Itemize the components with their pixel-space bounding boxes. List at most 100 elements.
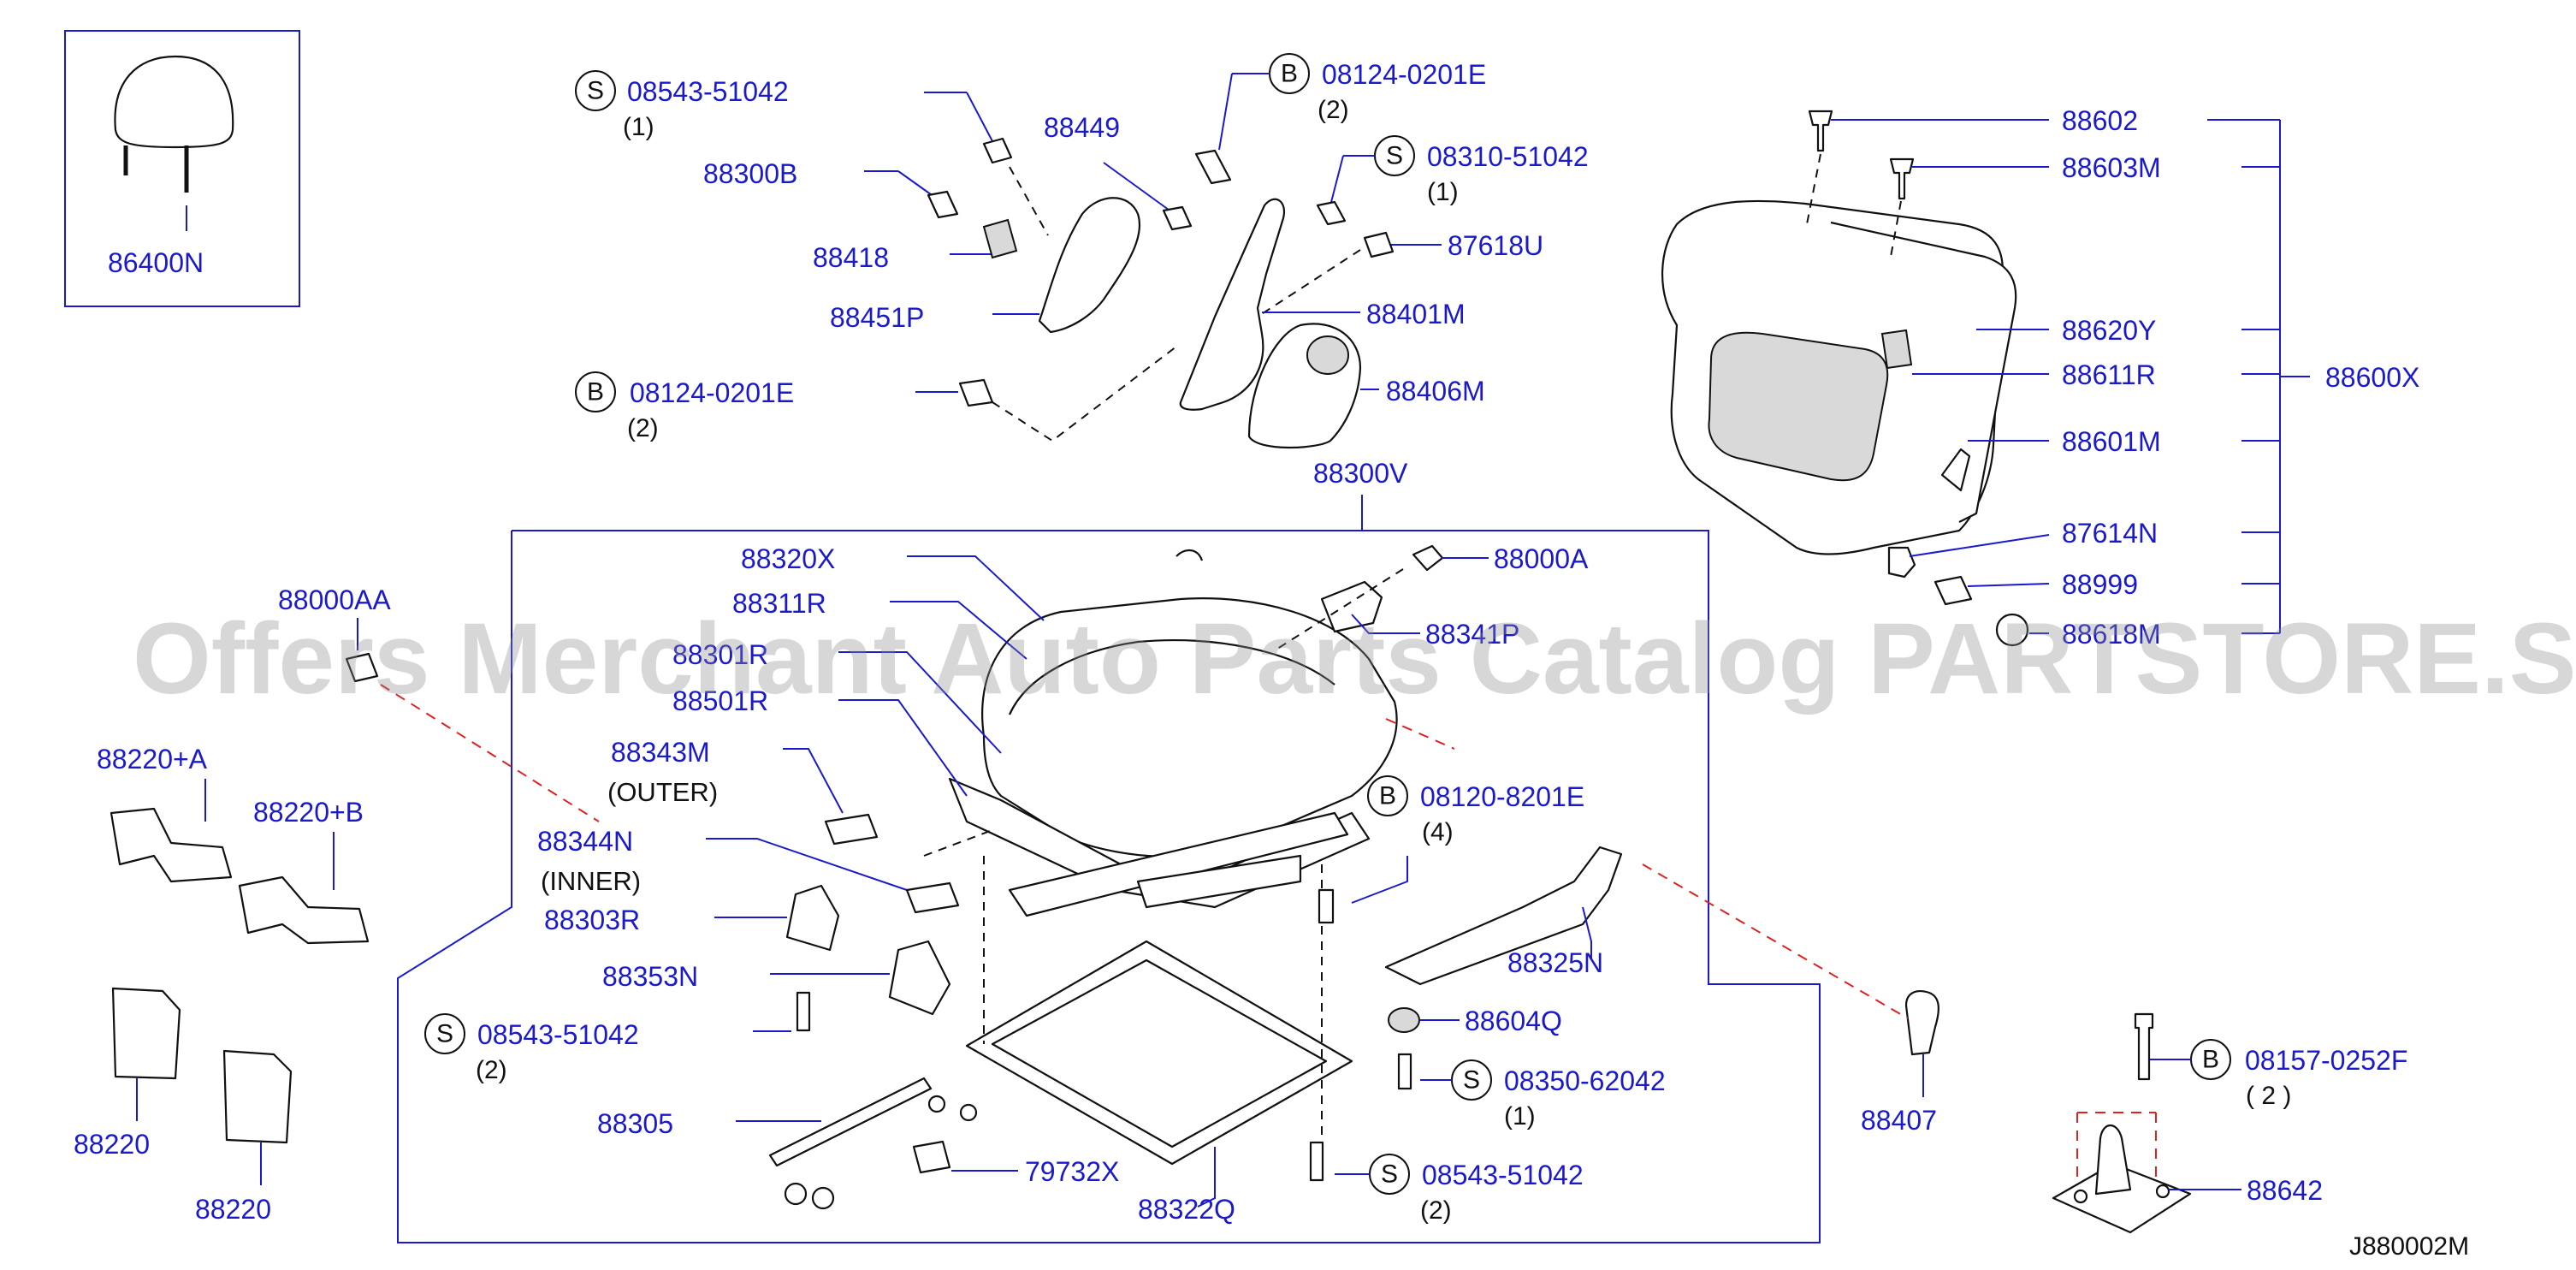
part-f6[interactable]: 08543-51042 — [477, 1019, 639, 1050]
part-f8[interactable]: 08543-51042 — [1422, 1160, 1584, 1190]
label-88301R[interactable]: 88301R — [672, 639, 768, 670]
headrest-frame — [64, 30, 300, 307]
label-88620Y[interactable]: 88620Y — [2062, 315, 2156, 346]
fastener-callout-f4: B 08124-0201E (2) — [575, 371, 794, 442]
label-88300V[interactable]: 88300V — [1313, 458, 1408, 489]
label-88618M[interactable]: 88618M — [2062, 619, 2161, 650]
red-dash-88341P — [1385, 718, 1455, 750]
bracket-88407-icon — [1904, 990, 1939, 1056]
label-88407[interactable]: 88407 — [1861, 1105, 1937, 1136]
leader-f3b — [1329, 155, 1344, 206]
label-88418[interactable]: 88418 — [813, 242, 889, 273]
leader-88344N — [706, 838, 908, 891]
bolt-88449-icon — [1162, 205, 1193, 231]
label-88353N[interactable]: 88353N — [602, 961, 698, 992]
leader-f5 — [1351, 856, 1408, 904]
part-f4[interactable]: 08124-0201E — [630, 377, 794, 408]
bushing-88604Q-icon — [1388, 1007, 1420, 1033]
cover-88343M-icon — [824, 813, 879, 846]
dash-a — [923, 829, 993, 857]
label-88220B[interactable]: 88220+B — [253, 797, 364, 828]
letter-f2: B — [1281, 60, 1298, 88]
label-88341P[interactable]: 88341P — [1425, 619, 1519, 650]
cushion-assembly-frame — [397, 530, 1821, 1243]
label-88311R[interactable]: 88311R — [732, 588, 826, 619]
circle-f4 — [575, 371, 616, 412]
label-88322Q[interactable]: 88322Q — [1138, 1194, 1235, 1225]
label-88449[interactable]: 88449 — [1044, 112, 1120, 143]
bolt-f9-icon — [2134, 1012, 2154, 1081]
leader-88320X — [907, 555, 1045, 621]
circle-f5 — [1367, 775, 1408, 816]
label-88000AA[interactable]: 88000AA — [278, 585, 391, 615]
label-88451P[interactable]: 88451P — [830, 302, 924, 333]
fastener-callout-f6: S 08543-51042 (2) — [424, 1013, 639, 1084]
seat-cushion-seam-icon — [1008, 639, 1335, 715]
label-88999[interactable]: 88999 — [2062, 569, 2138, 600]
letter-f7: S — [1463, 1066, 1480, 1095]
bolt-88300B-icon — [927, 190, 959, 219]
label-88642[interactable]: 88642 — [2247, 1175, 2323, 1206]
trim-88220A-icon — [110, 807, 233, 883]
label-88300B[interactable]: 88300B — [703, 158, 797, 189]
part-f5[interactable]: 08120-8201E — [1420, 781, 1584, 812]
qty-f7: (1) — [1504, 1102, 1536, 1131]
wire-88320X-icon — [1175, 549, 1204, 561]
dash-88603M — [1890, 200, 1902, 258]
label-79732X[interactable]: 79732X — [1025, 1156, 1119, 1187]
label-88602[interactable]: 88602 — [2062, 105, 2138, 136]
headrest-guide-88602-icon — [1808, 110, 1833, 152]
label-88604Q[interactable]: 88604Q — [1465, 1006, 1562, 1036]
qty-f3: (1) — [1427, 178, 1459, 206]
hinge-88601M-icon — [1940, 448, 1971, 492]
label-88220A[interactable]: 88220+A — [97, 744, 208, 774]
leader-88501R — [838, 699, 968, 797]
label-88401M[interactable]: 88401M — [1366, 299, 1466, 329]
label-87614N[interactable]: 87614N — [2062, 518, 2158, 549]
fastener-callout-f8: S 08543-51042 (2) — [1369, 1154, 1584, 1225]
label-88325N[interactable]: 88325N — [1507, 947, 1603, 978]
leader-88341P — [1351, 614, 1420, 634]
screw-f8-icon — [1309, 1141, 1324, 1182]
diagram-code: J880002M — [2349, 1232, 2469, 1261]
cover-88220-right-icon — [222, 1049, 293, 1144]
label-88344N[interactable]: 88344N — [537, 826, 633, 857]
part-f7[interactable]: 08350-62042 — [1504, 1065, 1666, 1096]
label-88343M[interactable]: 88343M — [611, 737, 710, 768]
part-f1[interactable]: 08543-51042 — [627, 76, 789, 107]
label-87618U[interactable]: 87618U — [1448, 230, 1543, 261]
label-88611R[interactable]: 88611R — [2062, 359, 2156, 390]
label-88320X[interactable]: 88320X — [741, 543, 835, 574]
fastener-callout-f2: B 08124-0201E (2) — [1269, 53, 1486, 124]
label-88220-2[interactable]: 88220 — [195, 1194, 271, 1225]
bolt-f7-icon — [1397, 1053, 1412, 1090]
label-88220-1[interactable]: 88220 — [74, 1129, 150, 1160]
label-88601M[interactable]: 88601M — [2062, 426, 2161, 457]
leader-88322Q — [1197, 1147, 1216, 1208]
circle-f1 — [575, 70, 616, 111]
grommet-88000A-icon — [1412, 544, 1444, 572]
label-88600X[interactable]: 88600X — [2325, 362, 2419, 393]
label-88303R[interactable]: 88303R — [544, 905, 640, 935]
label-88000A[interactable]: 88000A — [1494, 543, 1589, 574]
dash-88000A — [1274, 568, 1404, 651]
label-88603M[interactable]: 88603M — [2062, 152, 2161, 183]
part-f2[interactable]: 08124-0201E — [1322, 59, 1486, 90]
headrest-guide-88603M-icon — [1889, 157, 1915, 200]
note-88343M: (OUTER) — [607, 777, 718, 807]
bracket-88303R-icon — [785, 884, 840, 952]
label-88305[interactable]: 88305 — [597, 1108, 673, 1139]
letter-f3: S — [1386, 142, 1403, 170]
dash-f1 — [1009, 166, 1049, 236]
seat-rail-2-icon — [1136, 854, 1302, 909]
part-f9[interactable]: 08157-0252F — [2245, 1045, 2407, 1076]
cover-88220-left-icon — [111, 987, 181, 1080]
part-f3[interactable]: 08310-51042 — [1427, 141, 1589, 172]
seat-back-group — [1661, 199, 2017, 555]
leader-f1b — [966, 92, 993, 142]
label-86400N[interactable]: 86400N — [108, 247, 204, 278]
label-88406M[interactable]: 88406M — [1386, 376, 1485, 407]
label-88501R[interactable]: 88501R — [672, 685, 768, 716]
seat-back-cushion-icon — [1708, 331, 1889, 482]
